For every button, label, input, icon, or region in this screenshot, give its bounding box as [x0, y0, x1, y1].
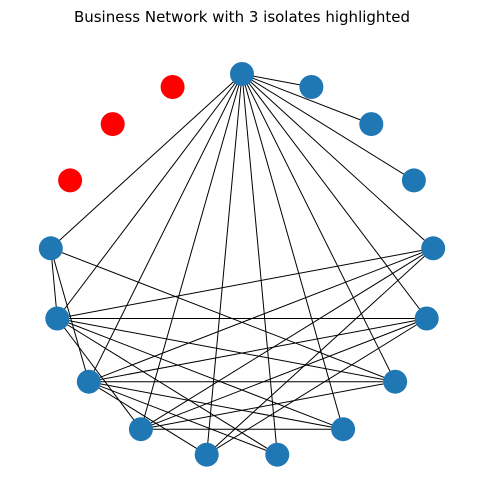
node-4: [421, 236, 446, 261]
edge-0-13: [50, 73, 243, 249]
edge-0-10: [140, 73, 243, 430]
node-3: [401, 168, 426, 193]
edge-4-9: [206, 247, 434, 456]
edge-11-13: [50, 248, 90, 382]
node-5: [414, 306, 439, 331]
edge-0-4: [241, 73, 434, 249]
edge-4-11: [88, 247, 434, 383]
edge-4-10: [140, 247, 434, 430]
isolate-node-15: [100, 112, 125, 137]
node-12: [45, 306, 70, 331]
node-8: [265, 442, 290, 467]
figure-title: Business Network with 3 isolates highlig…: [73, 8, 411, 26]
edge-5-10: [140, 318, 427, 430]
edges-layer: [50, 73, 434, 456]
edge-6-12: [57, 318, 396, 383]
nodes-layer: [38, 62, 446, 467]
edge-0-7: [241, 73, 344, 430]
edge-5-11: [88, 318, 427, 383]
edge-0-2: [241, 73, 372, 125]
edge-6-13: [50, 247, 396, 383]
node-7: [331, 417, 356, 442]
node-6: [383, 369, 408, 394]
edge-0-5: [241, 73, 428, 319]
edge-0-6: [241, 73, 396, 382]
isolate-node-14: [58, 168, 83, 193]
edge-0-9: [206, 73, 243, 455]
node-2: [359, 112, 384, 137]
edge-8-11: [88, 381, 278, 456]
edge-0-11: [88, 73, 243, 382]
edge-10-12: [56, 318, 142, 430]
node-10: [128, 417, 153, 442]
node-0: [230, 62, 254, 86]
edge-6-10: [140, 381, 396, 430]
edge-4-12: [57, 247, 434, 319]
edge-0-12: [56, 73, 243, 319]
edge-8-12: [57, 318, 278, 456]
edge-5-9: [206, 318, 427, 456]
node-11: [76, 369, 101, 394]
node-9: [194, 442, 219, 467]
node-13: [38, 236, 63, 261]
edge-7-12: [57, 318, 344, 430]
edge-7-11: [88, 381, 344, 430]
isolate-node-16: [160, 75, 185, 99]
node-1: [299, 75, 324, 99]
edge-0-8: [241, 73, 278, 455]
edge-9-11: [88, 381, 207, 456]
edge-0-3: [241, 73, 415, 181]
